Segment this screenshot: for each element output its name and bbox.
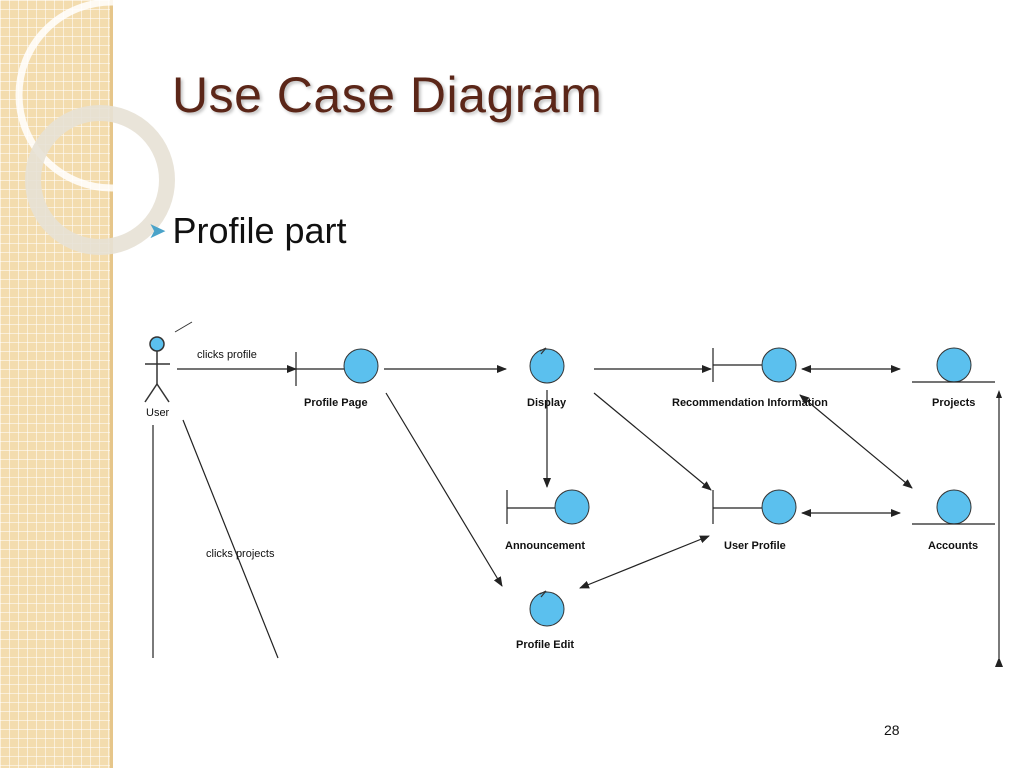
node-recommendation xyxy=(712,347,797,383)
actor-label: User xyxy=(146,407,170,419)
edge-profile-page-to-profile-edit xyxy=(385,392,503,587)
edge-user-clicks-projects xyxy=(182,419,279,659)
actor-user xyxy=(144,336,170,403)
node-display xyxy=(529,347,565,384)
decorative-rings xyxy=(15,0,200,255)
node-circle xyxy=(936,489,972,525)
node-circle xyxy=(936,347,972,383)
node-profile-edit xyxy=(529,590,565,627)
edge-display-to-user-profile xyxy=(593,392,712,491)
node-circle xyxy=(761,347,797,383)
arrow-bullet-icon: ➤ xyxy=(148,218,167,243)
node-circle xyxy=(554,489,590,525)
actor-head xyxy=(149,336,165,352)
edge-recommendation-accounts xyxy=(799,394,913,489)
actor-note-line xyxy=(174,321,193,333)
slide-title: Use Case Diagram xyxy=(172,67,603,123)
actor-leg-left xyxy=(144,383,158,403)
label-projects: Projects xyxy=(932,397,975,409)
decorative-ring-small xyxy=(25,105,175,255)
node-circle xyxy=(343,348,379,384)
bullet-item: ➤ Profile part xyxy=(148,210,347,252)
label-accounts: Accounts xyxy=(928,540,978,552)
message-clicks-projects: clicks projects xyxy=(206,548,275,560)
control-arrow-mark xyxy=(539,347,547,355)
node-announcement xyxy=(506,489,590,525)
node-circle xyxy=(529,591,565,627)
page-number: 28 xyxy=(884,722,900,738)
decorative-ring-large xyxy=(15,0,200,192)
bullet-text: Profile part xyxy=(172,210,347,251)
label-announcement: Announcement xyxy=(505,540,585,552)
control-arrow-mark xyxy=(539,590,547,598)
node-profile-page xyxy=(295,348,379,386)
label-profile-edit: Profile Edit xyxy=(516,639,574,651)
node-accounts xyxy=(912,489,995,525)
node-circle xyxy=(529,348,565,384)
label-recommendation: Recommendation Information xyxy=(672,397,828,409)
actor-leg-right xyxy=(156,383,170,403)
node-circle xyxy=(761,489,797,525)
edge-profile-edit-user-profile xyxy=(579,535,710,589)
label-user-profile: User Profile xyxy=(724,540,786,552)
node-projects xyxy=(912,347,995,383)
node-user-profile xyxy=(712,489,797,525)
message-clicks-profile: clicks profile xyxy=(197,349,257,361)
lifeline-right-arrowhead xyxy=(996,390,1002,398)
label-profile-page: Profile Page xyxy=(304,397,368,409)
